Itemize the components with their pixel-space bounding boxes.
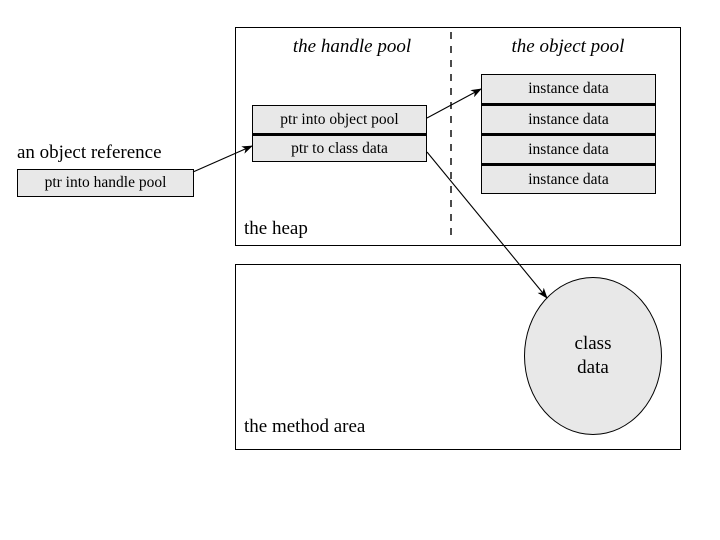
handle-pool-title: the handle pool	[292, 36, 412, 57]
handle-cell-ptr-to-class-data: ptr to class data	[252, 134, 427, 162]
object-pool-title: the object pool	[511, 36, 625, 57]
heap-label: the heap	[244, 218, 308, 239]
class-data-ellipse: class data	[524, 277, 662, 435]
object-cell-instance-data-2: instance data	[481, 104, 656, 134]
method-area-label: the method area	[244, 416, 366, 437]
reference-cell-ptr-into-handle-pool: ptr into handle pool	[17, 169, 194, 197]
class-data-line-2: data	[577, 357, 609, 378]
object-reference-label: an object reference	[17, 142, 162, 163]
object-cell-instance-data-3: instance data	[481, 134, 656, 164]
handle-cell-ptr-into-object-pool: ptr into object pool	[252, 105, 427, 134]
class-data-line-1: class	[574, 333, 612, 355]
object-cell-instance-data-4: instance data	[481, 164, 656, 194]
object-cell-instance-data-1: instance data	[481, 74, 656, 104]
